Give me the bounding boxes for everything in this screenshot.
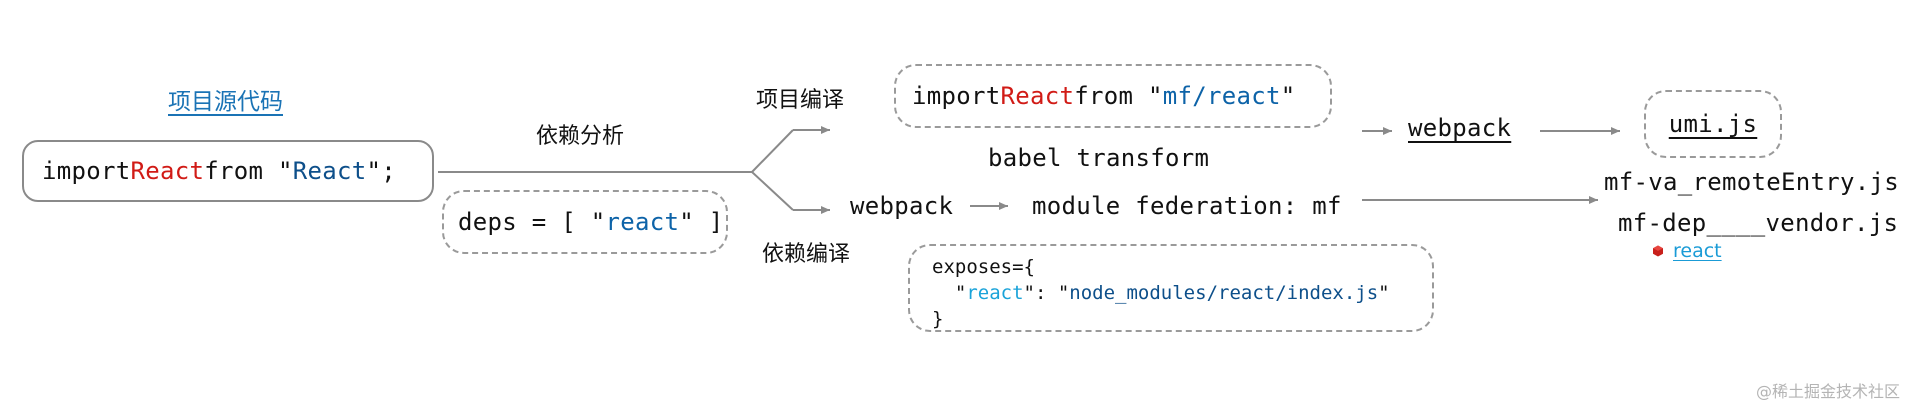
project-compile-label: 项目编译 — [756, 88, 845, 113]
source-import-keyword: import — [42, 157, 131, 185]
dependency-compile-label: 依赖编译 — [762, 242, 851, 267]
exposes-close: } — [932, 308, 944, 330]
project-import-keyword: import — [912, 82, 1001, 110]
umi-js-file: umi.js — [1668, 110, 1758, 138]
deps-prefix: deps = [ " — [458, 208, 606, 236]
project-code-end: " — [1280, 82, 1296, 110]
source-code-title[interactable]: 项目源代码 — [168, 89, 283, 115]
exposes-entry: "react": "node_modules/react/index.js" — [932, 280, 1432, 306]
branch-down-arrow — [751, 171, 794, 211]
project-from-keyword: from " — [1074, 82, 1163, 110]
deps-suffix: " ] — [679, 208, 724, 236]
module-federation-label: module federation: mf — [1032, 192, 1342, 220]
dependency-analysis-label: 依赖分析 — [536, 124, 625, 149]
deps-react-string: react — [605, 208, 680, 236]
source-from-keyword: from " — [204, 157, 293, 185]
project-import-box: import React from "mf/react" — [894, 64, 1332, 128]
dep-webpack-label: webpack — [850, 192, 954, 220]
babel-transform-label: babel transform — [988, 144, 1210, 172]
remote-entry-file: mf-va_remoteEntry.js — [1604, 168, 1899, 196]
exposes-path-value: node_modules/react/index.js — [1069, 282, 1379, 304]
cube-icon — [1652, 242, 1664, 261]
vendor-file: mf-dep____vendor.js — [1618, 209, 1899, 237]
exposes-indent: " — [932, 282, 967, 304]
exposes-box: exposes={ "react": "node_modules/react/i… — [908, 244, 1434, 332]
project-mf-react-string: mf/react — [1162, 82, 1281, 110]
source-react-identifier: React — [130, 157, 205, 185]
project-react-identifier: React — [1000, 82, 1075, 110]
branch-up-arrow — [751, 129, 794, 173]
umi-js-box: umi.js — [1644, 90, 1782, 158]
source-code-box: import React from "React"; — [22, 140, 434, 202]
exposes-open: exposes={ — [932, 256, 1035, 278]
exposes-react-key: react — [966, 282, 1024, 304]
exposes-separator: ": " — [1023, 282, 1070, 304]
react-dependency-link[interactable]: react — [1652, 240, 1722, 262]
build-webpack-label: webpack — [1408, 114, 1512, 142]
watermark: @稀土掘金技术社区 — [1756, 382, 1901, 401]
source-module-string: React — [292, 157, 367, 185]
source-code-end: "; — [366, 157, 396, 185]
exposes-entry-end: " — [1378, 282, 1390, 304]
deps-box: deps = [ "react" ] — [442, 190, 728, 254]
react-link-text[interactable]: react — [1673, 240, 1722, 262]
